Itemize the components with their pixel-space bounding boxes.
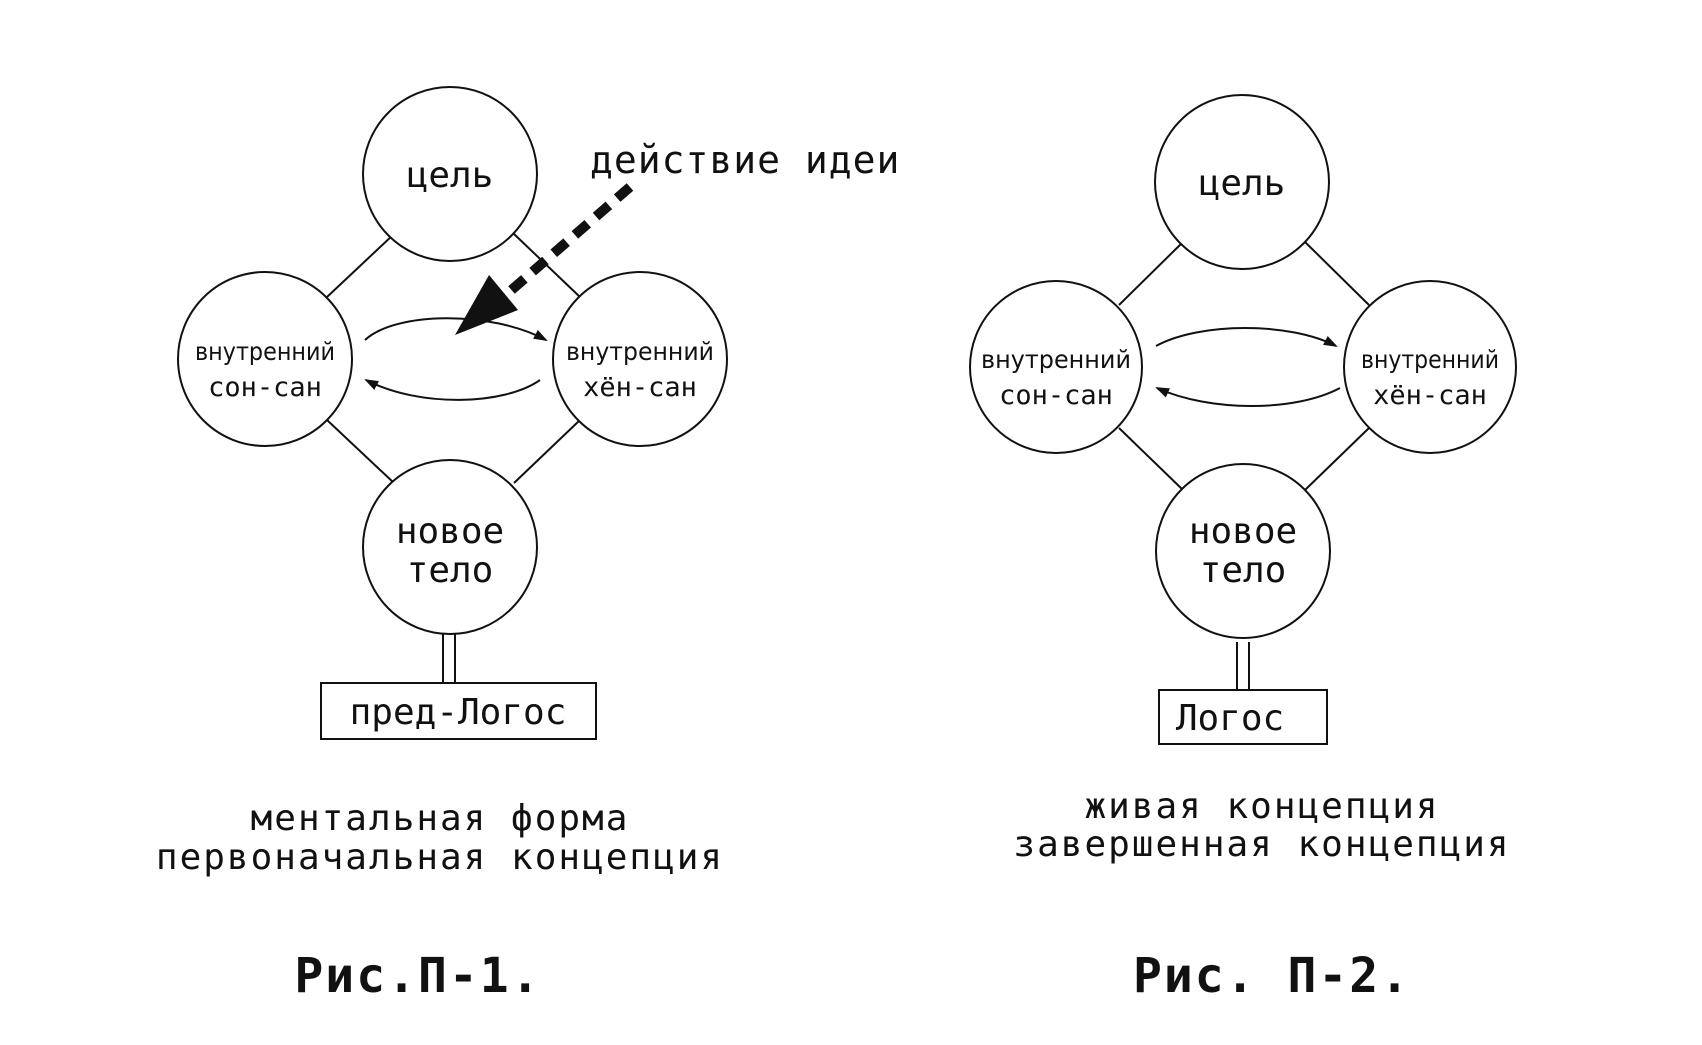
logos-label: Логос (1176, 698, 1284, 739)
node-new-body (1155, 463, 1331, 639)
new-body-line2: тело (1200, 550, 1287, 591)
node-goal (362, 86, 538, 262)
arrow-left-to-right (364, 317, 548, 341)
goal-label: цель (407, 155, 494, 196)
edge-left-body (326, 419, 395, 484)
hyon-san-line2: хён-сан (583, 372, 697, 403)
hyon-san-line1: внутренний (566, 337, 714, 366)
arrow-right-to-left (1155, 387, 1341, 407)
edge-goal-left (1118, 241, 1184, 306)
node-inner-hyon-san (1343, 280, 1517, 454)
logos-box (1158, 689, 1328, 745)
new-body-line1: новое (1189, 511, 1297, 552)
son-san-line1: внутренний (981, 345, 1131, 374)
figure-2: цель внутренний сон-сан внутренний хён-с… (969, 94, 1517, 1004)
new-body-line2: тело (407, 550, 494, 591)
node-inner-hyon-san (552, 271, 728, 447)
son-san-line2: сон-сан (208, 372, 322, 403)
figure-1: цель внутренний сон-сан внутренний хён-с… (156, 86, 900, 1004)
son-san-line1: внутренний (195, 337, 335, 366)
node-goal (1154, 94, 1330, 270)
pre-logos-box (320, 682, 597, 740)
idea-action-arrowhead (455, 275, 518, 335)
fig2-caption-line1: живая концепция (1084, 786, 1439, 827)
edge-goal-right (1304, 241, 1370, 306)
fig1-label: Рис.П-1. (294, 948, 541, 1004)
edge-right-body (513, 419, 581, 484)
fig2-caption-line2: завершенная концепция (1013, 824, 1510, 865)
edge-right-body (1304, 427, 1370, 491)
son-san-line2: сон-сан (999, 380, 1113, 411)
edge-goal-left (326, 233, 395, 298)
new-body-line1: новое (396, 511, 504, 552)
node-inner-son-san (969, 280, 1143, 454)
node-inner-son-san (177, 271, 353, 447)
hyon-san-line2: хён-сан (1373, 380, 1487, 411)
goal-label: цель (1199, 163, 1286, 204)
fig2-label: Рис. П-2. (1133, 948, 1411, 1004)
arrow-right-to-left (364, 379, 541, 401)
idea-action-dashed-line (496, 183, 634, 304)
pre-logos-label: пред-Логос (350, 692, 567, 733)
fig1-caption-line1: ментальная форма (251, 798, 630, 839)
idea-action-label: действие идеи (590, 138, 900, 182)
edge-left-body (1118, 427, 1184, 491)
arrow-left-to-right (1155, 327, 1338, 347)
fig1-caption-line2: первоначальная концепция (156, 837, 724, 878)
node-new-body (362, 459, 538, 635)
hyon-san-line1: внутренний (1361, 345, 1499, 374)
